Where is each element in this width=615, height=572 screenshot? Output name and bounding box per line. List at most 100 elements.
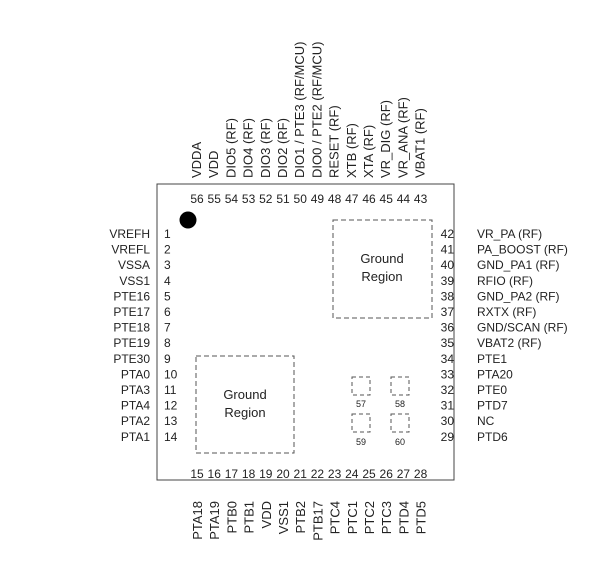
pin-48-name: RESET (RF) [327,105,342,178]
pin-49-number: 49 [311,192,325,206]
pin-22-name: PTB17 [310,501,325,541]
pin-9-number: 9 [164,352,171,366]
pad-57-label: 57 [356,399,366,409]
pin-43-name: VBAT1 (RF) [413,108,428,178]
pin-54-name: DIO5 (RF) [223,118,238,178]
pin-40-name: GND_PA1 (RF) [477,258,559,272]
package-outline [156,183,455,481]
pin-55-name: VDD [206,151,221,178]
pin-29-number: 29 [441,430,455,444]
ground-region-upper [332,219,433,319]
pin-15-name: PTA18 [190,501,205,540]
pin-52-number: 52 [259,192,273,206]
pin-44-number: 44 [397,192,411,206]
pin-17-name: PTB0 [224,501,239,534]
pin-38-number: 38 [441,289,455,303]
pin-19-number: 19 [259,467,273,481]
pin-22-number: 22 [311,467,325,481]
ground-region-lower-label-line1: Ground [223,387,266,402]
pin-39-number: 39 [441,274,455,288]
pad-57 [351,376,371,396]
pin-29-name: PTD6 [477,430,508,444]
pin-10-name: PTA0 [121,367,150,381]
pin-12-number: 12 [164,399,178,413]
pin-52-name: DIO3 (RF) [258,118,273,178]
pin-43-number: 43 [414,192,428,206]
pin-48-number: 48 [328,192,342,206]
pin-24-name: PTC1 [345,501,360,534]
pin-12-name: PTA4 [121,399,150,413]
pin-27-name: PTD4 [396,501,411,534]
pin-37-name: RXTX (RF) [477,305,536,319]
pin-49-name: DIO0 / PTE2 (RF/MCU) [309,41,324,178]
pin-30-name: NC [477,414,495,428]
pin-32-number: 32 [441,383,455,397]
pin-50-name: DIO1 / PTE3 (RF/MCU) [292,41,307,178]
pin-5-name: PTE16 [113,289,150,303]
pin-34-name: PTE1 [477,352,507,366]
pin-20-number: 20 [276,467,290,481]
pad-58 [390,376,410,396]
pin-33-name: PTA20 [477,367,513,381]
pin-11-number: 11 [164,383,177,397]
pin-4-number: 4 [164,274,171,288]
pin-35-name: VBAT2 (RF) [477,336,541,350]
pin-31-name: PTD7 [477,399,508,413]
pin-8-name: PTE19 [113,336,150,350]
pin-16-number: 16 [208,467,222,481]
pin-5-number: 5 [164,289,171,303]
pin-46-name: XTA (RF) [361,125,376,178]
pin-11-name: PTA3 [121,383,150,397]
pad-58-label: 58 [395,399,405,409]
pad-60 [390,413,410,433]
pin-6-number: 6 [164,305,171,319]
pin-17-number: 17 [225,467,239,481]
pin-15-number: 15 [190,467,204,481]
ground-region-upper-label-line1: Ground [360,251,403,266]
pin-16-name: PTA19 [207,501,222,540]
pin-2-name: VREFL [111,243,150,257]
pin-28-name: PTD5 [414,501,429,534]
pin-21-number: 21 [294,467,308,481]
pin-32-name: PTE0 [477,383,507,397]
pad-59-label: 59 [356,437,366,447]
pin-41-name: PA_BOOST (RF) [477,243,568,257]
pin-35-number: 35 [441,336,455,350]
pin-42-number: 42 [441,227,455,241]
pin-53-name: DIO4 (RF) [241,118,256,178]
pin-55-number: 55 [208,192,222,206]
ground-region-upper-label-line2: Region [361,269,402,284]
pin-9-name: PTE30 [113,352,150,366]
pin-14-name: PTA1 [121,430,150,444]
pin-42-name: VR_PA (RF) [477,227,542,241]
pin-21-name: PTB2 [293,501,308,534]
pin-54-number: 54 [225,192,239,206]
pin-50-number: 50 [294,192,308,206]
pin-44-name: VR_ANA (RF) [395,97,410,178]
pin-18-number: 18 [242,467,256,481]
pin-25-number: 25 [362,467,376,481]
pin-19-name: VDD [259,501,274,528]
pin-20-name: VSS1 [276,501,291,534]
pin-38-name: GND_PA2 (RF) [477,289,559,303]
pin-45-number: 45 [380,192,394,206]
pin-56-number: 56 [190,192,204,206]
ground-region-lower [195,355,295,454]
pin-47-name: XTB (RF) [344,123,359,178]
pin1-indicator-dot [179,211,197,229]
pin-30-number: 30 [441,414,455,428]
pin-45-name: VR_DIG (RF) [378,100,393,178]
pin-40-number: 40 [441,258,455,272]
pin-37-number: 37 [441,305,455,319]
pin-7-name: PTE18 [113,321,150,335]
pin-51-number: 51 [276,192,290,206]
pin-39-name: RFIO (RF) [477,274,533,288]
pin-36-name: GND/SCAN (RF) [477,321,568,335]
pin-56-name: VDDA [189,142,204,178]
pin-26-number: 26 [380,467,394,481]
pin-1-number: 1 [164,227,171,241]
pin-34-number: 34 [441,352,455,366]
pad-60-label: 60 [395,437,405,447]
